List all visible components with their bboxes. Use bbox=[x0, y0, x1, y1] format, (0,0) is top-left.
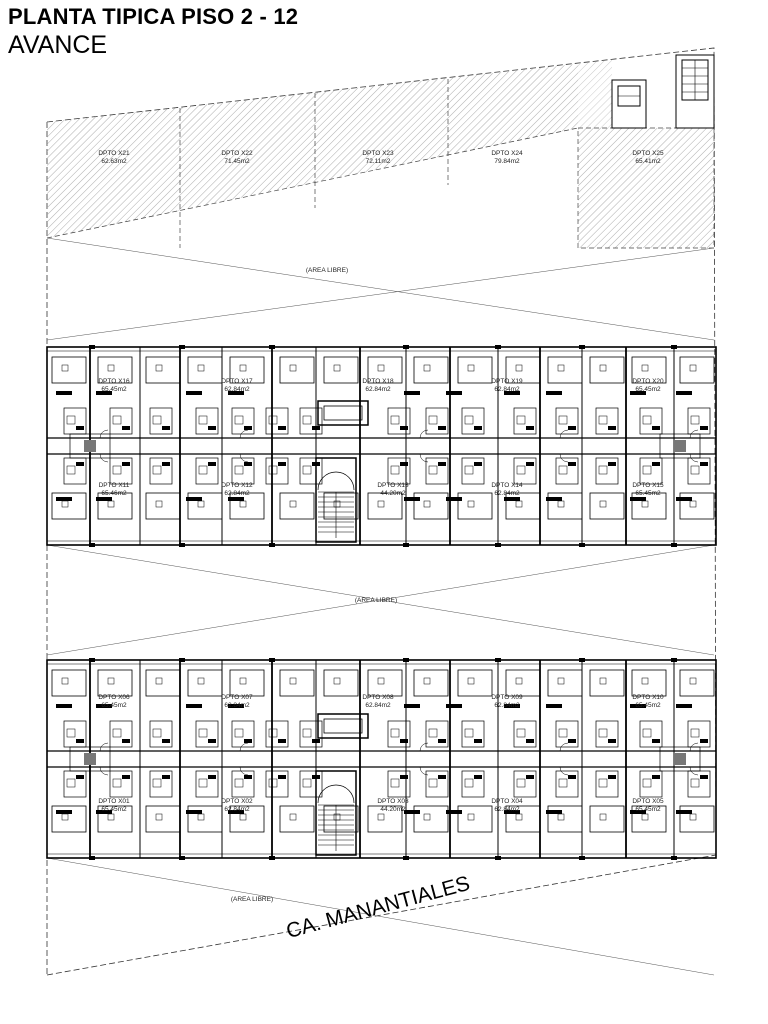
building-block-b bbox=[46, 345, 717, 547]
top-units-strip bbox=[46, 54, 715, 249]
free-area-label-top: (AREA LIBRE) bbox=[305, 267, 349, 274]
building-block-a bbox=[46, 658, 717, 860]
free-area-label-middle: (AREA LIBRE) bbox=[354, 597, 398, 604]
free-area-label-bottom: (AREA LIBRE) bbox=[230, 896, 274, 903]
open-area-lines bbox=[46, 237, 715, 976]
plan-subtitle: AVANCE bbox=[8, 31, 108, 59]
plan-title: PLANTA TIPICA PISO 2 - 12 bbox=[8, 4, 299, 29]
site-boundary bbox=[46, 47, 717, 976]
